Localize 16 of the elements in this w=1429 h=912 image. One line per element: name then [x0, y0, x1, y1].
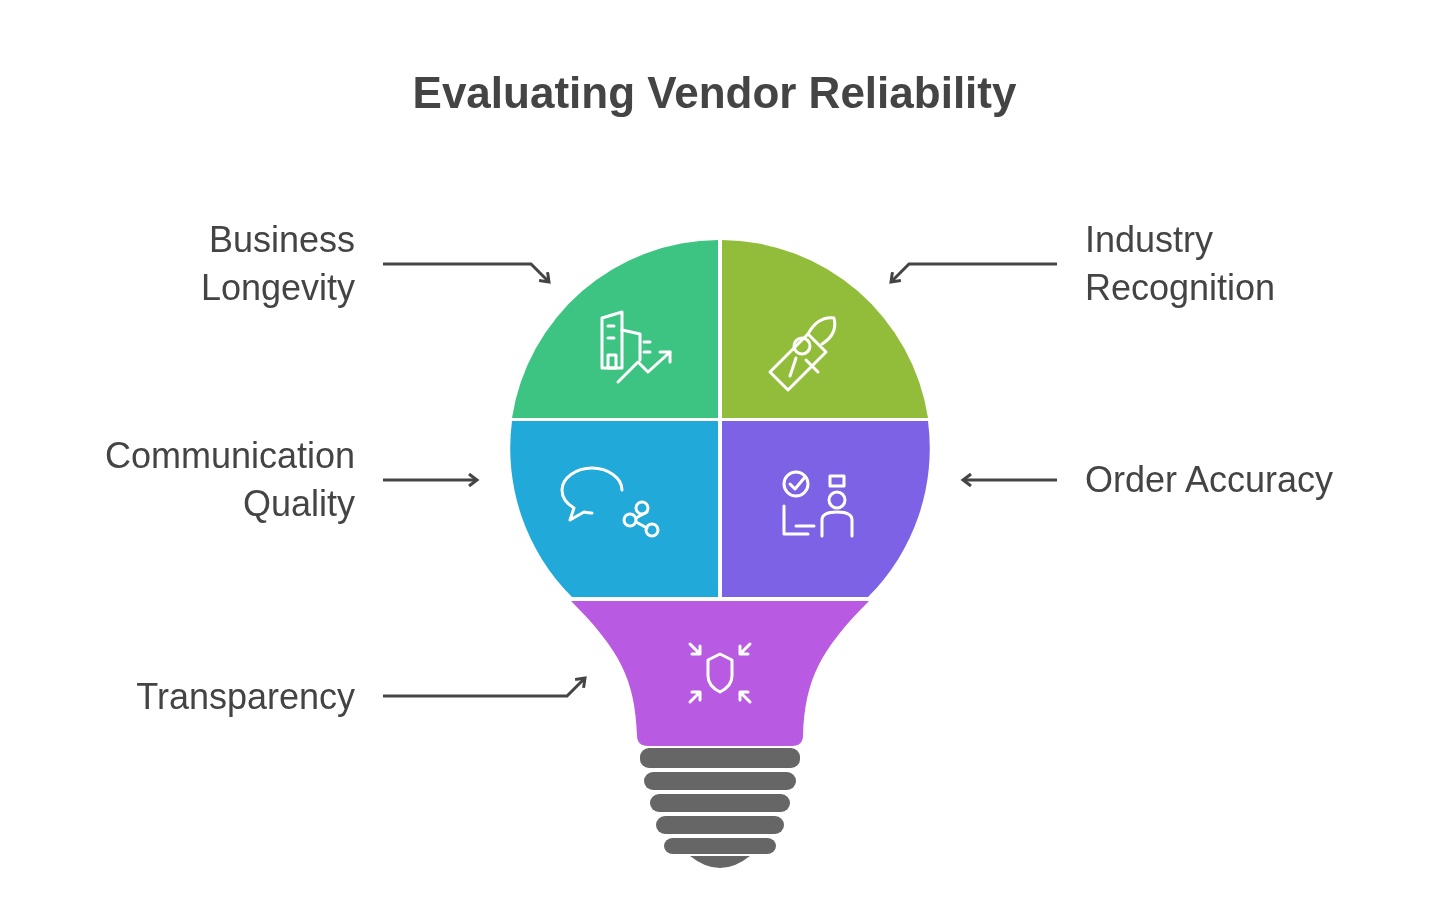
bulb-segment: [509, 421, 720, 598]
factor-label: Business Longevity: [155, 216, 355, 312]
factor-label: Industry Recognition: [1085, 216, 1285, 312]
factor-label: Order Accuracy: [1085, 456, 1375, 504]
arrow: [383, 262, 551, 284]
arrow: [889, 262, 1057, 284]
bulb-segment: [720, 421, 931, 598]
bulb-segment: [571, 601, 869, 747]
factor-label: Transparency: [65, 673, 355, 721]
title: Evaluating Vendor Reliability: [411, 68, 1018, 118]
arrow: [383, 472, 479, 488]
arrow: [383, 676, 587, 698]
bulb-segment: [720, 240, 930, 420]
arrow: [961, 472, 1057, 488]
factor-label: Communication Quality: [55, 432, 355, 528]
bulb-segment: [510, 240, 720, 420]
